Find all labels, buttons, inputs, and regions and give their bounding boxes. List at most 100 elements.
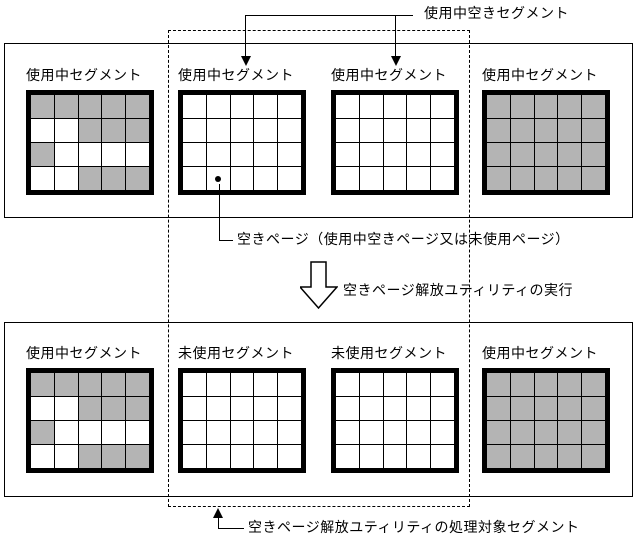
page-cell-free [383, 373, 407, 396]
page-cell-used [534, 167, 558, 190]
segment-label-before-4: 使用中セグメント [482, 68, 598, 84]
page-cell-free [431, 373, 454, 396]
page-cell-used [102, 167, 126, 190]
page-cell-used [558, 119, 582, 142]
page-cell-free [336, 119, 359, 142]
page-cell-free [278, 119, 301, 142]
page-cell-free [359, 373, 383, 396]
page-cell-free [431, 397, 454, 420]
page-cell-used [510, 119, 534, 142]
page-cell-free [359, 421, 383, 444]
page-cell-free [31, 397, 54, 420]
free-page-dot [215, 175, 222, 182]
page-cell-used [534, 373, 558, 396]
free-page-callout-line-h [219, 240, 233, 241]
page-cell-used [510, 445, 534, 468]
page-cell-used [78, 95, 102, 118]
page-cell-used [78, 167, 102, 190]
page-cell-used [510, 397, 534, 420]
page-cell-used [31, 421, 54, 444]
page-cell-free [254, 397, 278, 420]
page-cell-used [487, 445, 510, 468]
page-cell-used [102, 397, 126, 420]
page-cell-free [431, 119, 454, 142]
segment-label-before-3: 使用中セグメント [331, 68, 447, 84]
page-cell-free [230, 397, 254, 420]
page-cell-used [510, 143, 534, 166]
page-cell-free [183, 421, 206, 444]
page-cell-free [336, 373, 359, 396]
page-cell-free [278, 445, 301, 468]
free-page-callout-line-v [219, 184, 220, 241]
page-cell-free [278, 95, 301, 118]
arrow-down-icon [391, 56, 401, 66]
page-cell-free [54, 421, 78, 444]
page-cell-used [487, 167, 510, 190]
page-cell-used [78, 445, 102, 468]
page-cell-used [582, 167, 605, 190]
page-cell-used [582, 445, 605, 468]
page-cell-free [126, 143, 149, 166]
page-cell-used [78, 373, 102, 396]
page-cell-free [359, 167, 383, 190]
page-cell-free [183, 95, 206, 118]
page-cell-free [183, 445, 206, 468]
page-cell-used [534, 143, 558, 166]
page-cell-free [383, 95, 407, 118]
action-arrow-label: 空きページ解放ユティリティの実行 [343, 283, 574, 299]
page-cell-used [510, 373, 534, 396]
page-cell-free [278, 143, 301, 166]
segment-grid-before-4 [482, 90, 610, 195]
memory-region-box-after [4, 322, 633, 497]
page-cell-used [510, 167, 534, 190]
page-cell-free [78, 143, 102, 166]
page-cell-used [31, 143, 54, 166]
page-cell-free [183, 119, 206, 142]
page-cell-used [126, 167, 149, 190]
page-cell-used [582, 95, 605, 118]
page-cell-free [230, 373, 254, 396]
top-callout-arrow-line-right [395, 15, 396, 56]
segment-grid-before-3 [331, 90, 459, 195]
page-cell-free [407, 421, 431, 444]
page-cell-used [126, 95, 149, 118]
page-cell-free [359, 143, 383, 166]
page-cell-free [431, 143, 454, 166]
page-cell-free [336, 95, 359, 118]
page-cell-free [254, 119, 278, 142]
page-cell-free [254, 143, 278, 166]
page-cell-free [230, 143, 254, 166]
page-cell-free [383, 167, 407, 190]
page-cell-free [383, 119, 407, 142]
page-cell-free [359, 119, 383, 142]
page-cell-free [336, 421, 359, 444]
page-cell-free [54, 143, 78, 166]
page-cell-used [558, 143, 582, 166]
page-cell-free [278, 421, 301, 444]
page-cell-free [336, 397, 359, 420]
page-cell-free [31, 167, 54, 190]
page-cell-used [534, 397, 558, 420]
page-cell-free [407, 119, 431, 142]
page-cell-used [558, 373, 582, 396]
top-callout-line [245, 15, 413, 16]
top-callout-label: 使用中空きセグメント [424, 6, 569, 22]
page-cell-free [54, 119, 78, 142]
page-cell-used [126, 445, 149, 468]
top-callout-arrow-line-left [245, 15, 246, 56]
page-cell-free [31, 445, 54, 468]
segment-grid-after-2 [178, 368, 306, 473]
page-cell-used [510, 95, 534, 118]
page-cell-free [31, 119, 54, 142]
page-cell-used [534, 119, 558, 142]
page-cell-free [407, 445, 431, 468]
page-cell-free [230, 95, 254, 118]
segment-grid-before-1 [26, 90, 154, 195]
page-cell-free [431, 421, 454, 444]
page-cell-free [230, 445, 254, 468]
page-cell-free [206, 143, 230, 166]
page-cell-free [407, 397, 431, 420]
segment-label-after-4: 使用中セグメント [482, 346, 598, 362]
page-cell-used [102, 373, 126, 396]
